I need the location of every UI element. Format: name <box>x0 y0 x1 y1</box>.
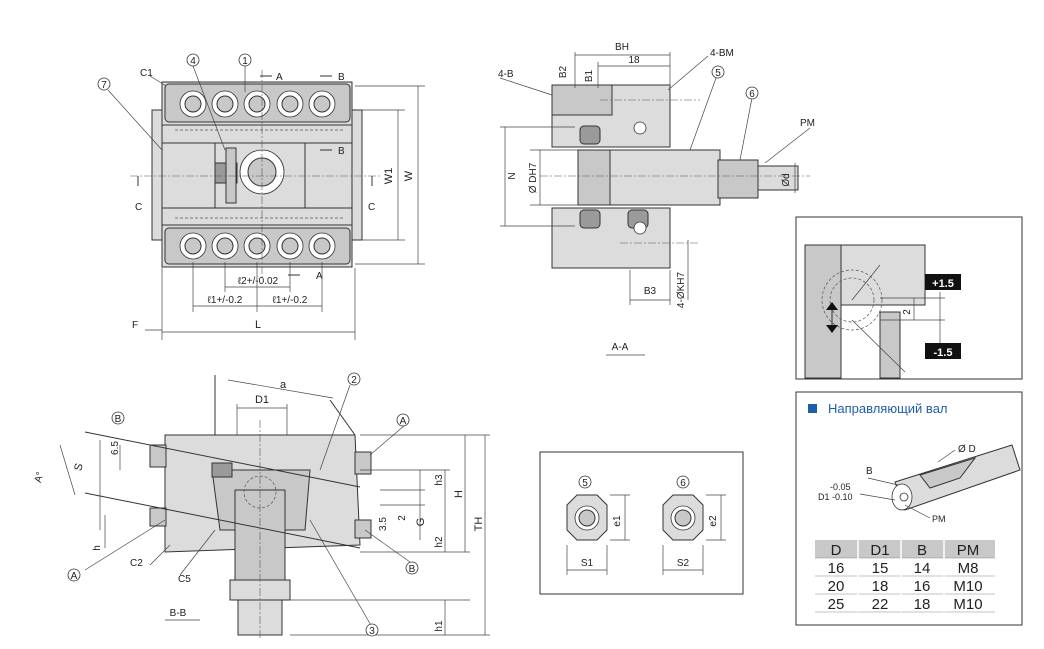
dim-th: TH <box>473 517 485 532</box>
table-cell: M10 <box>953 596 982 613</box>
title-bullet-icon <box>808 404 817 413</box>
dim-dh7: Ø DH7 <box>528 162 539 193</box>
dim-4-b: 4-B <box>498 69 514 80</box>
table-header: D <box>831 542 842 559</box>
section-mark-b-top: B <box>338 72 345 83</box>
plan-view: 7 4 1 C1 A B B A C C W1 W ℓ2+/-0.02 ℓ1+/… <box>97 53 425 340</box>
dim-c5: C5 <box>178 574 191 585</box>
dim-b3: B3 <box>644 286 657 297</box>
dim-w1: W1 <box>383 168 395 185</box>
nuts-view: 5 6 e1 e2 S1 S2 <box>539 451 744 595</box>
dim-w: W <box>403 170 415 181</box>
guide-label-pm: PM <box>932 514 946 524</box>
dim-pm: PM <box>800 118 815 129</box>
dim-b1: B1 <box>584 69 595 82</box>
dim-h-big: H <box>453 490 465 498</box>
dim-b2: B2 <box>558 65 569 78</box>
top-bolt-holes <box>179 90 336 118</box>
table-header: B <box>917 542 927 559</box>
balloon-6-nut: 6 <box>680 478 686 489</box>
section-bb-view: a D1 S A° 6.5 h C2 C5 h3 H TH 2 G 3.5 h2… <box>33 372 490 640</box>
section-mark-a-top: A <box>276 72 283 83</box>
table-cell: 22 <box>872 596 889 613</box>
balloon-a-top: A <box>400 416 407 427</box>
dim-l1-left: ℓ1+/-0.2 <box>208 295 243 306</box>
section-bb-title: B-B <box>170 608 187 619</box>
dim-bh: BH <box>615 42 629 53</box>
dim-e2: e2 <box>708 515 719 527</box>
dim-s: S <box>72 462 85 472</box>
balloon-b-bottom: B <box>409 564 416 575</box>
balloon-2: 2 <box>351 375 357 386</box>
dim-s2: S2 <box>677 558 690 569</box>
table-cell: 20 <box>828 578 845 595</box>
dim-l1-right: ℓ1+/-0.2 <box>273 295 308 306</box>
section-mark-b-mid: B <box>338 146 345 157</box>
dim-h-small: h <box>92 545 103 551</box>
dim-d: Ød <box>781 173 792 186</box>
table-cell: 16 <box>914 578 931 595</box>
table-cell: 18 <box>872 578 889 595</box>
dim-s1: S1 <box>581 558 594 569</box>
section-mark-c-right: C <box>368 202 375 213</box>
balloon-5-nut: 5 <box>582 478 588 489</box>
table-cell: 25 <box>828 596 845 613</box>
dim-n: N <box>507 172 518 179</box>
table-cell: M10 <box>953 578 982 595</box>
bottom-bolt-holes <box>179 232 336 260</box>
guide-label-d: Ø D <box>958 444 976 455</box>
balloon-a-bottom: A <box>71 571 78 582</box>
table-header: D1 <box>870 542 889 559</box>
guide-label-d1: D1 -0.10 <box>818 492 853 502</box>
dim-18: 18 <box>628 55 640 66</box>
table-cell: M8 <box>958 560 979 577</box>
guide-label-tol: -0.05 <box>830 482 851 492</box>
dim-l: L <box>255 319 261 331</box>
balloon-b-top: B <box>115 414 122 425</box>
dim-3-5: 3.5 <box>378 517 389 531</box>
balloon-4: 4 <box>190 56 196 67</box>
dim-h2: h2 <box>434 536 445 548</box>
guide-shaft-panel: Направляющий вал Ø D B -0.05 D1 -0.10 PM… <box>795 391 1023 626</box>
balloon-1: 1 <box>242 56 248 67</box>
dim-a-length: a <box>280 379 287 391</box>
section-aa-view: BH 18 4-BM B2 B1 4-B N Ø DH7 B3 4-ØKH7 P… <box>498 42 815 356</box>
table-header: PM <box>957 542 980 559</box>
table-cell: 16 <box>828 560 845 577</box>
dim-h3: h3 <box>434 474 445 486</box>
section-aa-title: A-A <box>612 342 629 353</box>
dim-2-bb: 2 <box>397 515 408 521</box>
section-mark-c-left: C <box>135 202 142 213</box>
dim-a-angle: A° <box>33 471 46 484</box>
dim-e1: e1 <box>612 515 623 527</box>
balloon-7: 7 <box>101 80 107 91</box>
table-cell: 14 <box>914 560 931 577</box>
spec-table: D D1 B PM 16 15 14 M8 20 18 16 M10 25 22… <box>815 540 995 613</box>
guide-label-b: B <box>866 466 873 477</box>
guide-title: Направляющий вал <box>828 401 948 416</box>
dim-c1: C1 <box>140 68 153 79</box>
dim-l2: ℓ2+/-0.02 <box>238 276 279 287</box>
dim-c2: C2 <box>130 558 143 569</box>
detail-view: +1.5 -1.5 2 <box>795 216 1023 380</box>
balloon-6-aa: 6 <box>749 89 755 100</box>
balloon-3: 3 <box>369 626 375 637</box>
dim-d1: D1 <box>255 394 269 406</box>
section-mark-a-bottom: A <box>316 271 323 282</box>
table-cell: 18 <box>914 596 931 613</box>
dim-h1: h1 <box>434 620 445 632</box>
table-cell: 15 <box>872 560 889 577</box>
balloon-5-aa: 5 <box>715 68 721 79</box>
dim-f: F <box>132 320 138 331</box>
dim-4-bm: 4-BM <box>710 48 734 59</box>
detail-two: 2 <box>902 309 913 315</box>
dim-4-kh7: 4-ØKH7 <box>676 272 687 309</box>
dim-6-5: 6.5 <box>110 441 121 455</box>
detail-minus: -1.5 <box>934 347 953 359</box>
dim-g: G <box>415 518 427 527</box>
detail-plus: +1.5 <box>932 278 954 290</box>
